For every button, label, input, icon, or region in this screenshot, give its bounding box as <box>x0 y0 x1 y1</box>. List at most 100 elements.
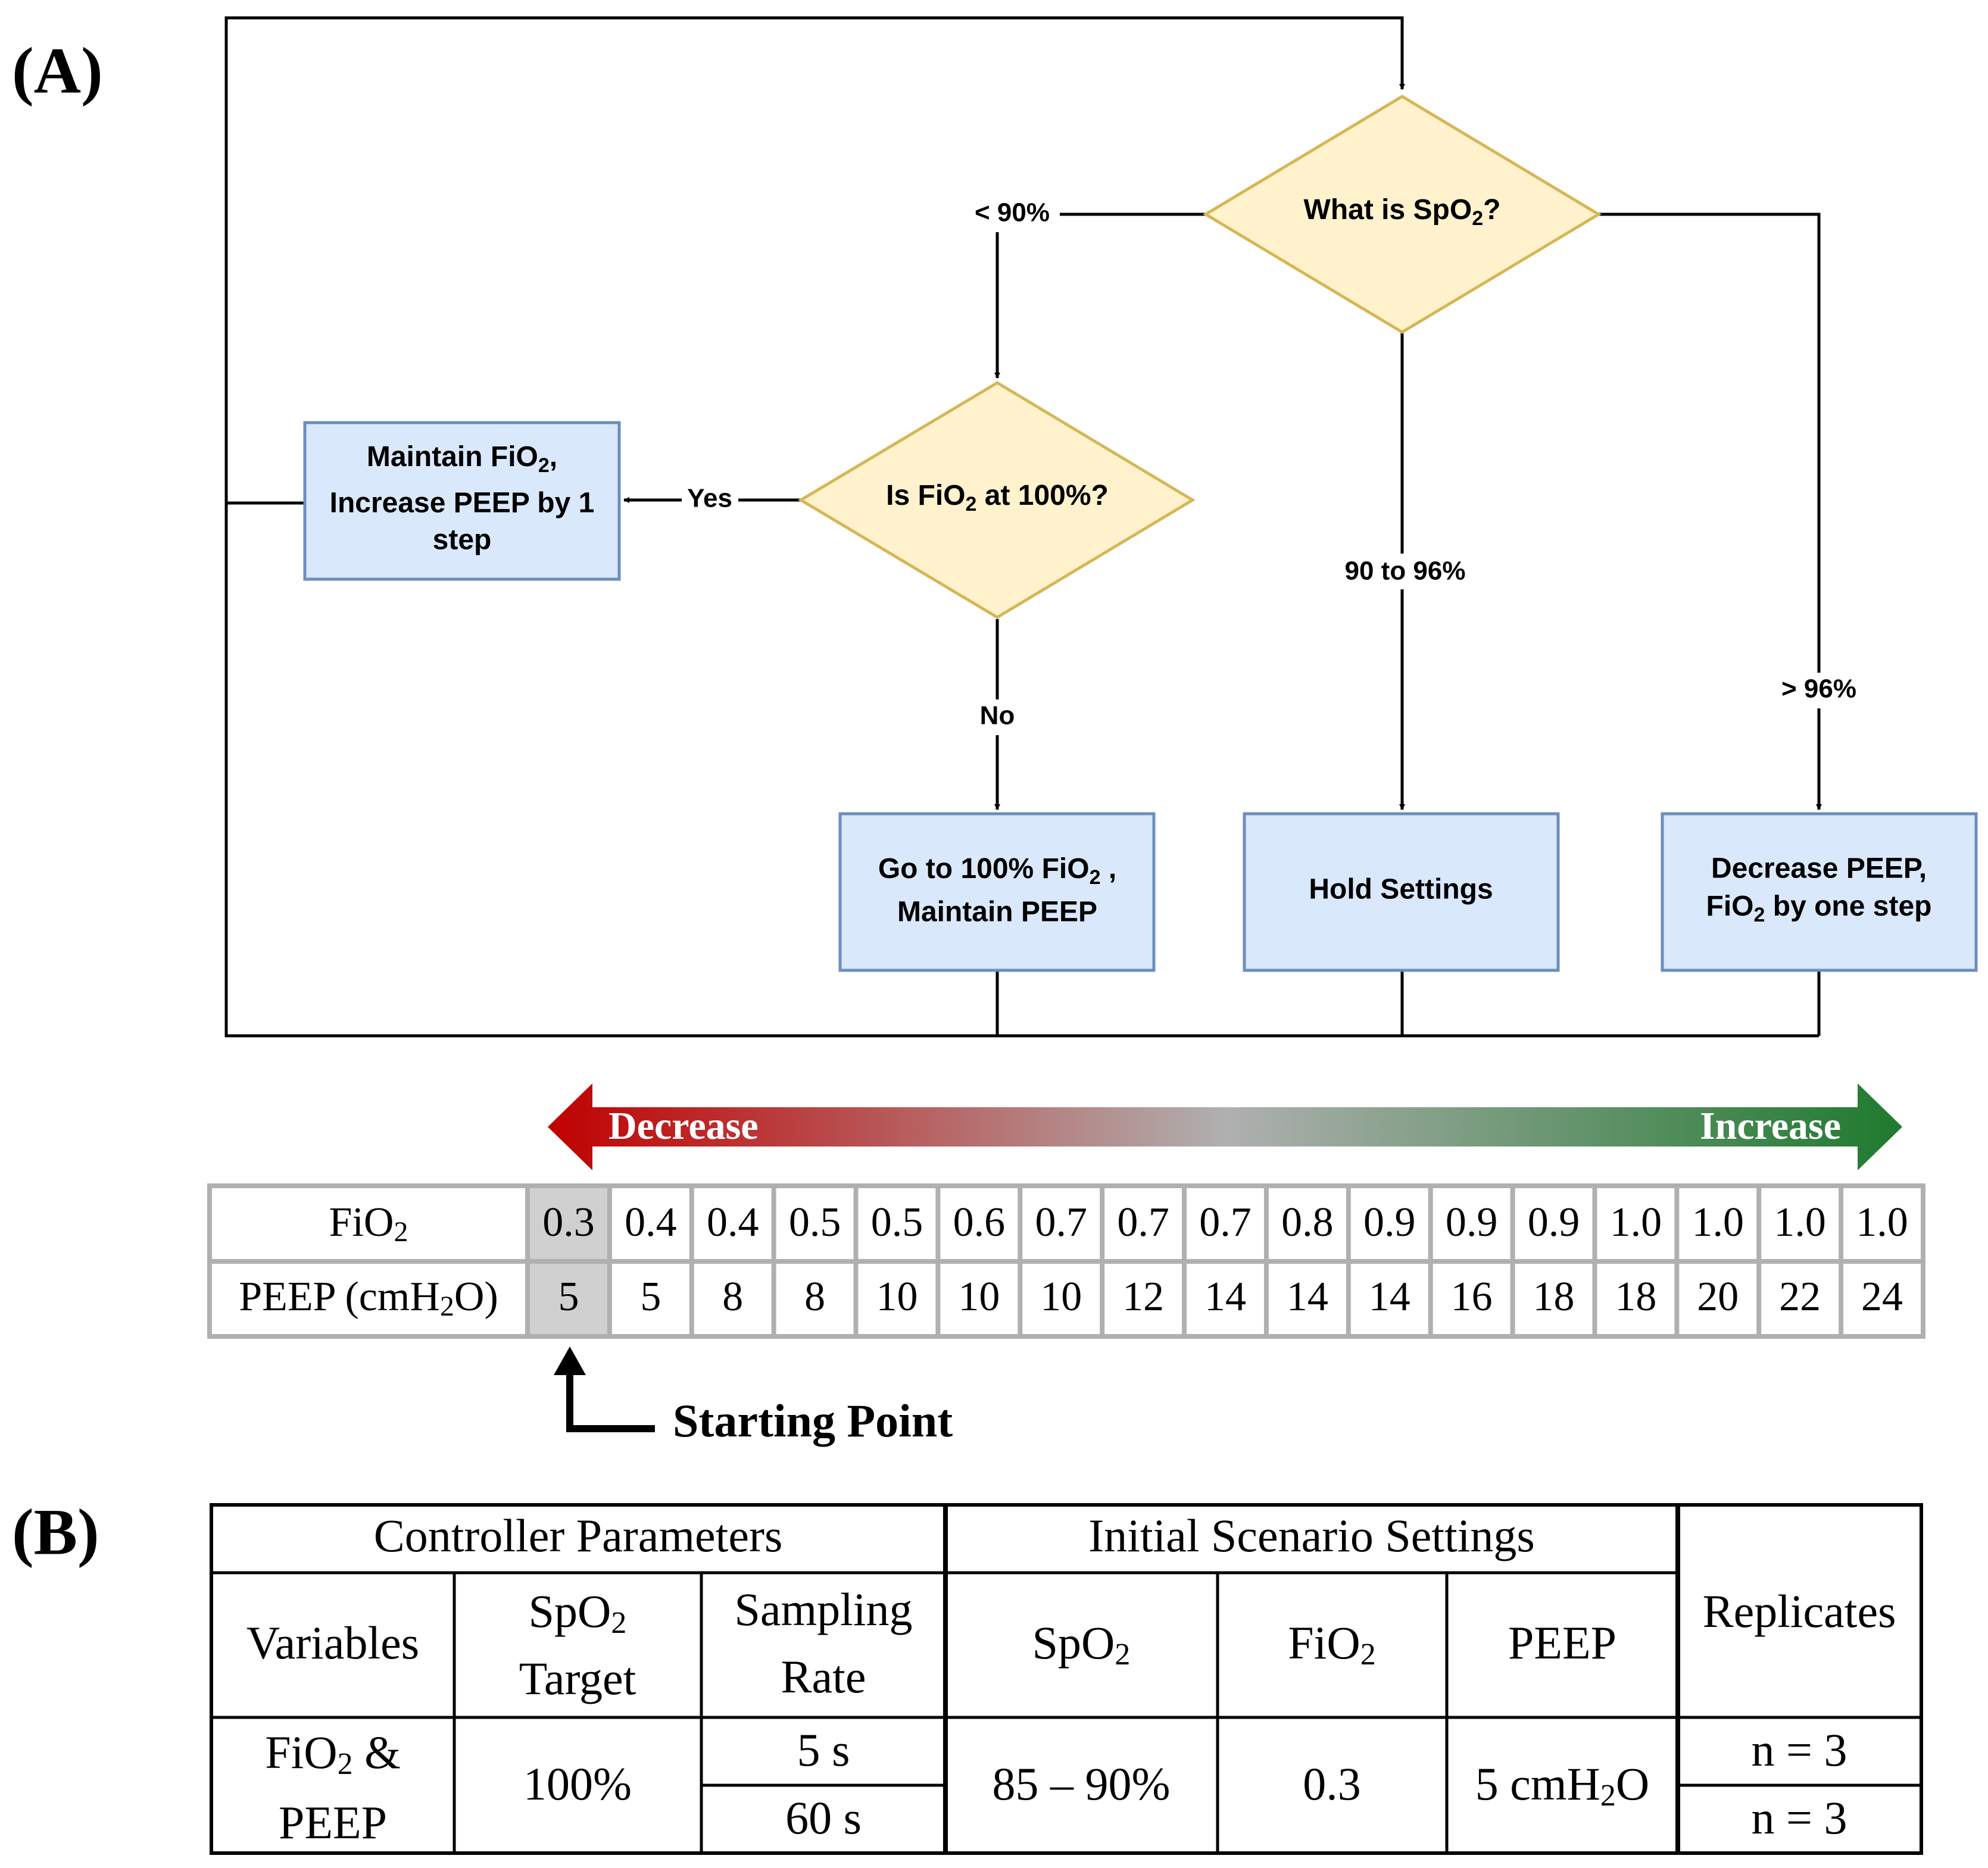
decision-spo2-tail: ? <box>1483 194 1500 226</box>
edge-gt96 <box>1599 213 1822 810</box>
fio2-cell: 0.7 <box>1199 1199 1252 1245</box>
edge-label-gt96: > 96% <box>1781 674 1856 704</box>
box-decrease-line2-tail: by one step <box>1765 891 1931 922</box>
fio2-cell: 1.0 <box>1774 1199 1826 1245</box>
box-maintain-line3: step <box>433 524 492 556</box>
peep-cell: 14 <box>1287 1274 1328 1320</box>
svg-text:FiO2: FiO2 <box>1288 1617 1375 1672</box>
decision-fio2-text: Is FiO <box>886 480 965 511</box>
decision-fio2-tail: at 100%? <box>976 480 1108 511</box>
box-maintain-line2: Increase PEEP by 1 <box>330 488 595 519</box>
svg-text:Is FiO2 at 100%?: Is FiO2 at 100%? <box>886 480 1109 516</box>
val-sampling-1: 5 s <box>797 1724 850 1776</box>
col-replicates: Replicates <box>1703 1585 1896 1637</box>
loop-bottom-edge <box>224 503 1819 1038</box>
svg-text:FiO2 &: FiO2 & <box>265 1726 401 1781</box>
col-fio2-sub: 2 <box>1360 1638 1376 1672</box>
svg-text:Go to 100% FiO2 ,: Go to 100% FiO2 , <box>878 853 1116 889</box>
table-label-peep: PEEP (cmH <box>239 1274 440 1320</box>
svg-text:Maintain FiO2,: Maintain FiO2, <box>367 441 557 477</box>
svg-text:PEEP (cmH2O): PEEP (cmH2O) <box>239 1274 498 1322</box>
svg-text:SpO2: SpO2 <box>529 1585 627 1640</box>
peep-cell: 20 <box>1697 1274 1739 1320</box>
svg-text:What is SpO2?: What is SpO2? <box>1304 194 1501 230</box>
fio2-cell: 1.0 <box>1610 1199 1662 1245</box>
edge-label-lt90: < 90% <box>975 198 1050 227</box>
table-label-peep-sub: 2 <box>440 1291 454 1322</box>
col-sampling-b: Rate <box>781 1651 866 1703</box>
peep-cell: 14 <box>1204 1274 1246 1320</box>
starting-point-label: Starting Point <box>673 1395 953 1447</box>
col-fio2-a: FiO <box>1288 1617 1360 1669</box>
col-spo2-a: SpO <box>1032 1617 1115 1669</box>
fio2-cell: 0.9 <box>1528 1199 1580 1245</box>
edge-label-range: 90 to 96% <box>1345 557 1466 586</box>
fio2-cell: 0.9 <box>1446 1199 1498 1245</box>
peep-cell: 10 <box>958 1274 1000 1320</box>
val-peep-a: 5 cmH <box>1475 1758 1600 1810</box>
decrease-increase-arrow: Decrease Increase <box>548 1083 1902 1170</box>
settings-table <box>210 1503 1923 1855</box>
box-maintain-line1: Maintain FiO <box>367 441 538 473</box>
val-spo2: 85 – 90% <box>993 1758 1171 1810</box>
val-peep-sub: 2 <box>1600 1779 1616 1813</box>
col-variables: Variables <box>246 1617 419 1669</box>
arrow-label-decrease: Decrease <box>608 1104 759 1148</box>
svg-text:5 cmH2O: 5 cmH2O <box>1475 1758 1649 1813</box>
fio2-cell: 0.6 <box>953 1199 1006 1245</box>
fio2-cell: 0.4 <box>707 1199 759 1245</box>
col-spo2-target-sub: 2 <box>611 1606 626 1640</box>
fio2-cell: 0.3 <box>542 1199 595 1245</box>
loop-top-edge <box>224 16 1405 503</box>
peep-cell: 5 <box>640 1274 661 1320</box>
peep-cell: 10 <box>1040 1274 1082 1320</box>
fio2-cell: 0.7 <box>1117 1199 1169 1245</box>
val-fio2: 0.3 <box>1303 1758 1361 1810</box>
edge-label-no: No <box>980 701 1015 730</box>
box-goto-line2: Maintain PEEP <box>897 896 1097 928</box>
val-variables-b: PEEP <box>279 1797 387 1848</box>
svg-text:SpO2: SpO2 <box>1032 1617 1131 1672</box>
box-hold-line1: Hold Settings <box>1309 874 1493 905</box>
box-hold-settings: Hold Settings <box>1243 812 1560 972</box>
val-variables-tail: & <box>353 1726 401 1778</box>
fio2-cell: 0.7 <box>1035 1199 1087 1245</box>
peep-cell: 10 <box>876 1274 917 1320</box>
col-spo2-sub: 2 <box>1115 1638 1130 1672</box>
svg-text:FiO2: FiO2 <box>329 1199 408 1248</box>
box-decrease: Decrease PEEP, FiO2 by one step <box>1661 812 1978 972</box>
fio2-cell: 0.5 <box>871 1199 923 1245</box>
table-label-peep-tail: O) <box>454 1274 498 1320</box>
box-goto-line1-tail: , <box>1100 853 1116 885</box>
table-label-fio2: FiO <box>329 1199 394 1245</box>
val-variables-a: FiO <box>265 1726 337 1778</box>
table-label-fio2-sub: 2 <box>394 1216 408 1248</box>
col-spo2-target-a: SpO <box>529 1585 611 1637</box>
fio2-cell: 1.0 <box>1692 1199 1744 1245</box>
peep-cell: 18 <box>1615 1274 1656 1320</box>
group-initial: Initial Scenario Settings <box>1088 1510 1535 1561</box>
decision-spo2: What is SpO2? <box>1203 95 1602 334</box>
box-decrease-line1: Decrease PEEP, <box>1711 853 1927 885</box>
start-cell-highlight-fio2 <box>529 1188 608 1260</box>
edge-label-yes: Yes <box>687 484 732 513</box>
col-peep: PEEP <box>1508 1617 1616 1669</box>
decision-spo2-sub: 2 <box>1472 207 1483 230</box>
start-cell-highlight-peep <box>529 1263 608 1334</box>
decision-spo2-text: What is SpO <box>1304 194 1472 226</box>
peep-cell: 8 <box>804 1274 825 1320</box>
val-replicates-1: n = 3 <box>1752 1724 1847 1776</box>
arrow-label-increase: Increase <box>1700 1104 1841 1148</box>
box-goto-line1: Go to 100% FiO <box>878 853 1090 885</box>
fio2-cell: 1.0 <box>1856 1199 1908 1245</box>
edge-lt90 <box>994 213 1206 379</box>
peep-cell: 12 <box>1122 1274 1164 1320</box>
box-maintain-line1-sub: 2 <box>538 454 550 477</box>
fio2-cell: 0.5 <box>789 1199 841 1245</box>
box-decrease-line2: FiO <box>1706 891 1754 922</box>
val-sampling-2: 60 s <box>785 1792 862 1844</box>
settings-table-text: Controller Parameters Initial Scenario S… <box>246 1510 1896 1848</box>
peep-cell: 5 <box>558 1274 579 1320</box>
decision-fio2: Is FiO2 at 100%? <box>798 381 1196 619</box>
